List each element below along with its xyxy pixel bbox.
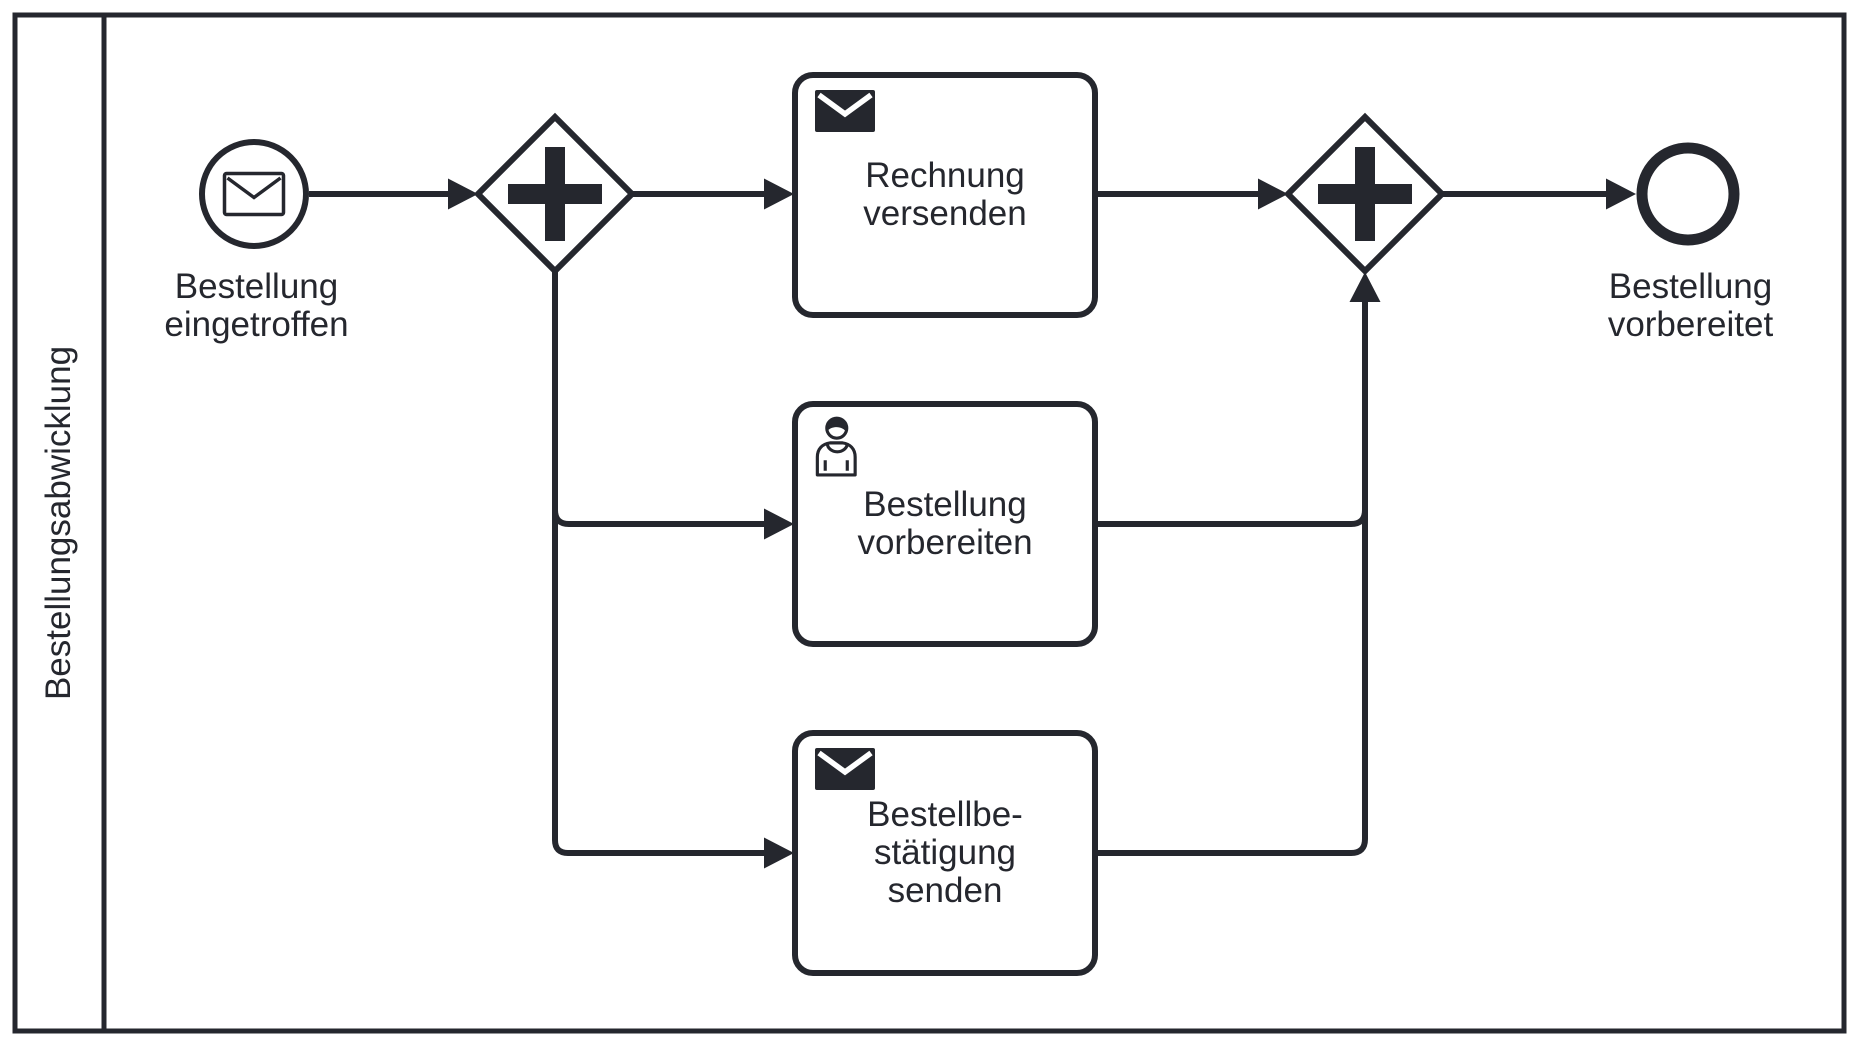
flow-split-to-task3[interactable] xyxy=(552,271,765,856)
task-rechnung-versenden[interactable] xyxy=(792,72,1098,318)
arrowhead-icon xyxy=(1349,272,1381,302)
arrowhead-icon xyxy=(1258,178,1288,210)
flow-split-to-task2[interactable] xyxy=(552,509,765,527)
task-label: Bestellbe- stätigung senden xyxy=(867,795,1023,910)
arrowhead-icon xyxy=(764,837,794,869)
send-message-icon xyxy=(815,90,875,132)
arrowhead-icon xyxy=(448,178,478,210)
parallel-plus-icon xyxy=(1318,147,1412,241)
end-event[interactable] xyxy=(1636,142,1740,246)
pool-label: Bestellungsabwicklung xyxy=(39,345,78,701)
start-event-label: Bestellung eingetroffen xyxy=(164,267,349,344)
arrowhead-icon xyxy=(764,178,794,210)
task-bestellung-vorbereiten[interactable] xyxy=(792,401,1098,647)
task-label: Bestellung vorbereiten xyxy=(857,485,1033,562)
message-icon xyxy=(222,171,286,217)
parallel-plus-icon xyxy=(508,147,602,241)
send-message-icon xyxy=(815,748,875,790)
flow-task2-to-join[interactable] xyxy=(1095,509,1368,527)
end-event-label: Bestellung vorbereitet xyxy=(1607,267,1774,344)
user-icon xyxy=(815,416,857,477)
task-bestellbestaetigung-senden[interactable] xyxy=(792,730,1098,976)
arrowhead-icon xyxy=(1606,178,1636,210)
flow-task3-to-join[interactable] xyxy=(1095,302,1368,856)
arrowhead-icon xyxy=(764,508,794,540)
task-label: Rechnung versenden xyxy=(863,156,1027,233)
